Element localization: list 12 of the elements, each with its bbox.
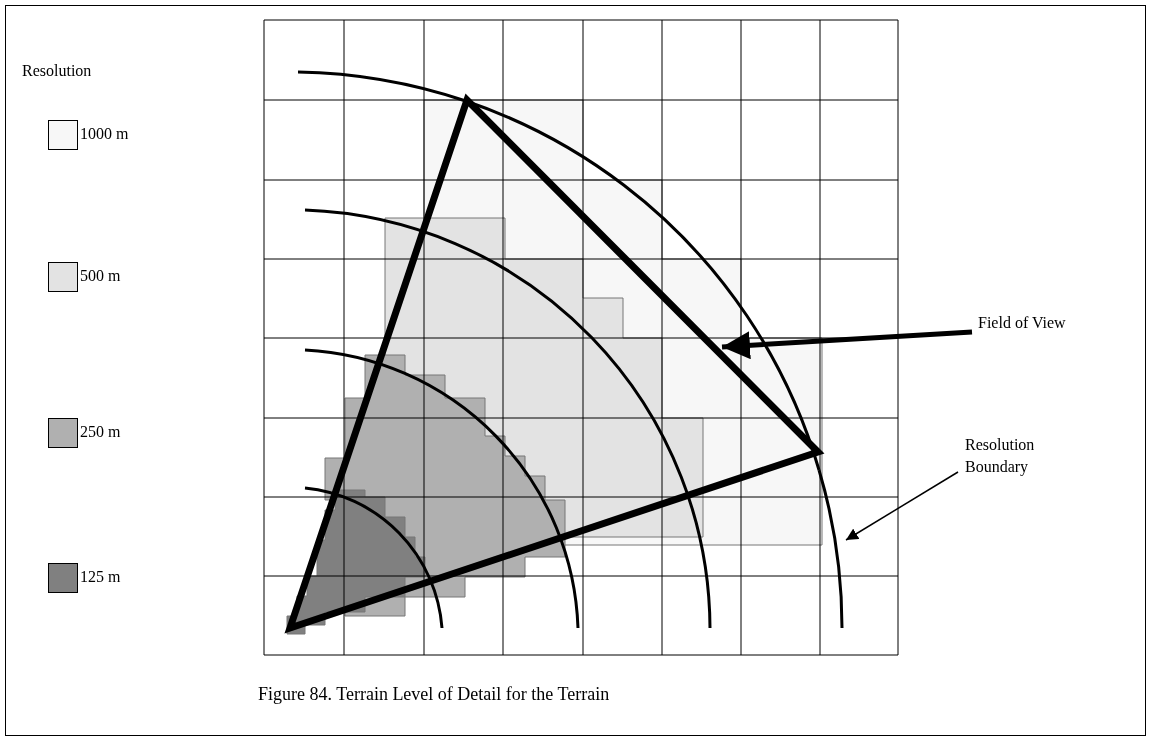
leader-line xyxy=(845,471,959,541)
field-of-view-triangle xyxy=(284,93,825,634)
legend-label: 500 m xyxy=(80,267,121,285)
legend-label: 1000 m xyxy=(80,125,129,143)
callout-label: Field of View xyxy=(978,314,1066,332)
legend-title: Resolution xyxy=(22,62,92,80)
arrow xyxy=(721,329,973,360)
resolution-boundary-arc xyxy=(817,469,844,629)
legend-label: 250 m xyxy=(80,423,121,441)
legend-label: 125 m xyxy=(80,568,121,586)
callout-label: Resolution Boundary xyxy=(965,434,1055,478)
figure-caption: Figure 84. Terrain Level of Detail for the Terrain xyxy=(258,684,610,705)
